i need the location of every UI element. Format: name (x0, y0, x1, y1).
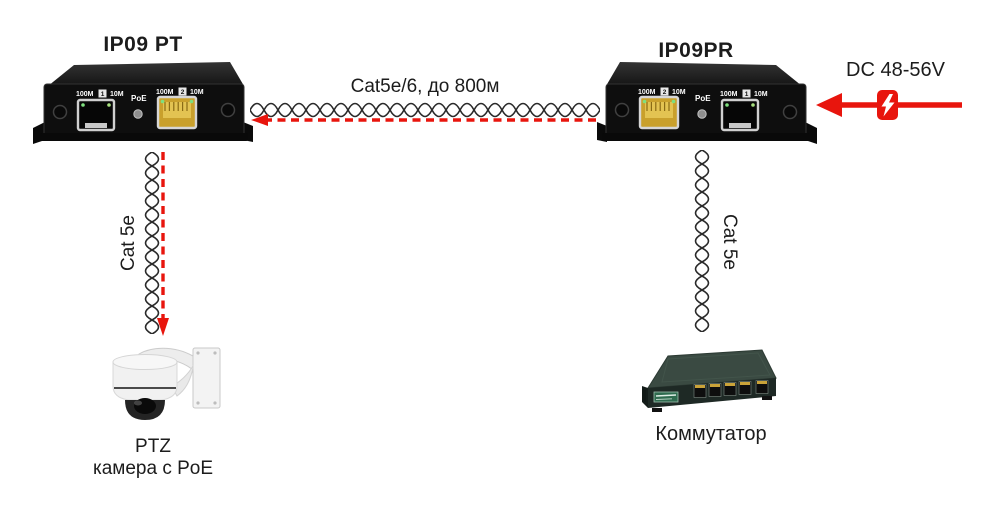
device-bottom-rail (40, 133, 248, 141)
poe-label: PoE (695, 94, 711, 103)
port-lip (729, 123, 751, 128)
link-led (160, 99, 165, 104)
camera-direction-arrow (157, 152, 169, 336)
port-number-box (98, 89, 107, 98)
camera-lens (134, 398, 156, 414)
dc-power-label: DC 48-56V (846, 59, 945, 81)
rj45-port-dark (720, 98, 760, 132)
port-number: 1 (101, 91, 105, 98)
screw-icon (614, 102, 630, 118)
link-led (751, 103, 755, 107)
backbone-twisted-pair-cable (250, 102, 600, 118)
switch-link-label: Cat 5e (719, 214, 740, 270)
backbone-link-label: Cat5e/6, до 800м (350, 76, 500, 97)
arrowhead-down-icon (157, 318, 169, 336)
port-2-yellow: 100M 2 10M (156, 87, 204, 130)
receiver-device: 100M 2 10M PoE 100M 1 10M (597, 62, 817, 144)
device-front-panel (605, 83, 807, 137)
camera-twisted-pair-cable (144, 152, 160, 334)
switch-twisted-pair-cable (694, 150, 710, 332)
arrowhead-left-icon (251, 114, 268, 126)
device-top-face (48, 62, 244, 86)
port-number: 2 (181, 89, 185, 96)
camera-body-top (112, 354, 178, 370)
dc-power-arrow (816, 90, 962, 120)
camera-label-line1: PTZ (135, 436, 171, 457)
switch-foot (652, 408, 662, 412)
link-led (642, 99, 647, 104)
camera-label: PTZ камера с PoE (63, 436, 243, 480)
poe-indicator: PoE (695, 94, 711, 119)
ptz-camera-image (112, 347, 221, 420)
transmitter-title: IP09 PT (103, 33, 183, 56)
port-number: 1 (745, 91, 749, 98)
camera-link-label: Cat 5e (118, 215, 139, 271)
port-number-box (178, 87, 187, 96)
port-label: 10M (110, 91, 124, 98)
port-pins (646, 102, 670, 111)
arrowhead-left-icon (816, 93, 842, 117)
transmitter-device: 100M 1 10M PoE 100M 2 10M (33, 62, 253, 144)
screw-icon (220, 102, 236, 118)
port-2-yellow: 100M 2 10M (638, 87, 686, 130)
link-led (107, 103, 111, 107)
port-1-dark: 100M 1 10M (720, 89, 768, 132)
port-lip (85, 123, 107, 128)
device-bottom-rail (602, 133, 810, 141)
switch-top-face (647, 349, 777, 389)
port-pins (164, 102, 188, 111)
link-led (671, 99, 676, 104)
port-label: 100M (76, 91, 94, 98)
switch-brand-label (653, 391, 679, 403)
switch-image (642, 349, 777, 412)
poe-led (697, 109, 707, 119)
link-led (81, 103, 85, 107)
port-label: 10M (754, 91, 768, 98)
camera-label-line2: камера с PoE (92, 458, 214, 479)
switch-ports (693, 380, 769, 398)
device-front-panel (43, 83, 245, 137)
port-number-box (742, 89, 751, 98)
camera-lens-highlight (134, 400, 142, 406)
poe-indicator: PoE (131, 94, 147, 119)
port-label: 100M (720, 91, 738, 98)
poe-led (133, 109, 143, 119)
rj45-port-dark (76, 98, 116, 132)
device-top-face (606, 62, 802, 86)
port-label: 10M (190, 89, 204, 96)
backbone-direction-arrow (251, 114, 596, 126)
screw-icon (782, 104, 798, 120)
poe-label: PoE (131, 94, 147, 103)
port-label: 10M (672, 89, 686, 96)
link-led (725, 103, 729, 107)
port-number: 2 (663, 89, 667, 96)
receiver-title: IP09PR (658, 39, 734, 62)
port-label: 100M (638, 89, 656, 96)
port-label: 100M (156, 89, 174, 96)
switch-foot (762, 396, 772, 400)
switch-label: Коммутатор (655, 423, 767, 445)
lightning-bolt-icon (881, 94, 895, 117)
port-number-box (660, 87, 669, 96)
port-1-dark: 100M 1 10M (76, 89, 124, 132)
link-led (189, 99, 194, 104)
camera-wall-plate (192, 347, 221, 409)
screw-icon (52, 104, 68, 120)
